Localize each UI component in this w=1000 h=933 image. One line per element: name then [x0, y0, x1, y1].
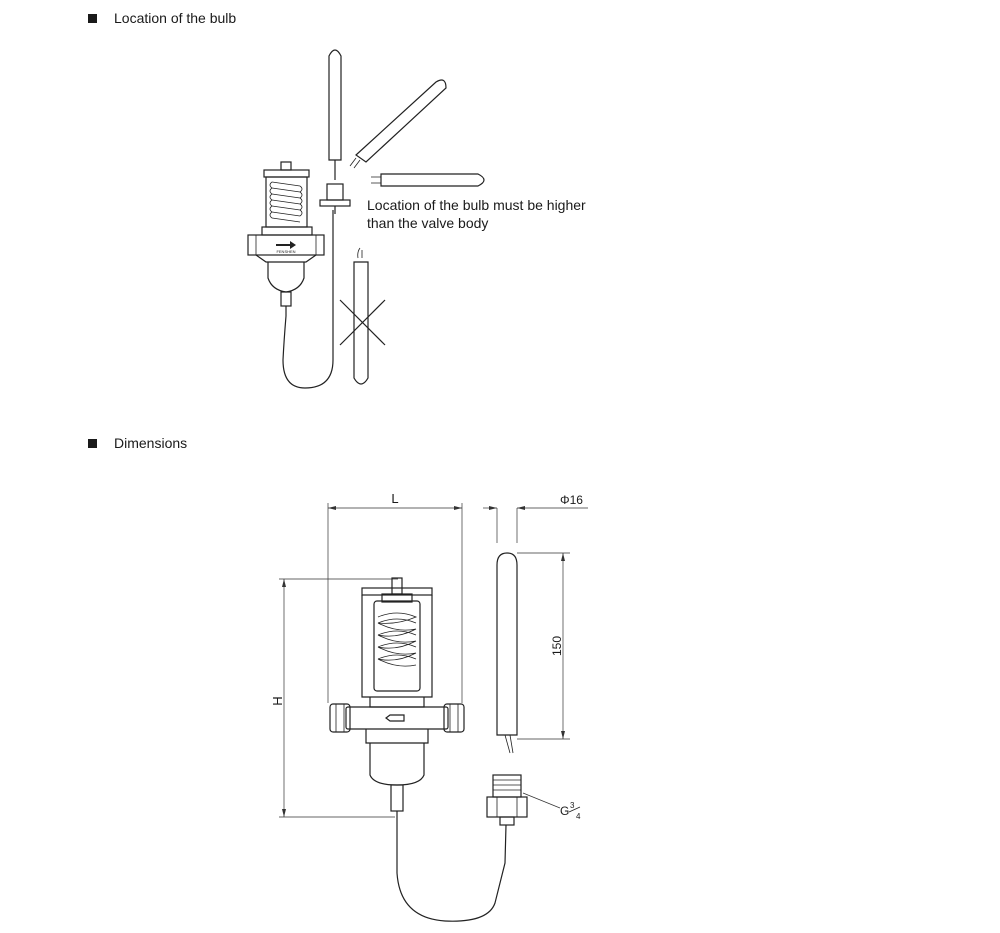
bulb-location-note: Location of the bulb must be higher than… [367, 196, 586, 232]
dimension-length: L [327, 491, 463, 703]
dimensions-diagram: L H Φ16 [270, 491, 588, 922]
section-heading-location: Location of the bulb [88, 10, 236, 26]
valve-brand-marking: FENSHEN [276, 249, 295, 254]
bulb-drawing: Φ16 150 G 3 4 [483, 493, 588, 826]
bulb-angled [349, 79, 447, 169]
note-line-2: than the valve body [367, 215, 489, 231]
bulb-horizontal [371, 173, 485, 187]
bulb-inverted-incorrect [339, 247, 386, 385]
capillary-tube [396, 823, 507, 922]
bullet-square-icon [88, 438, 97, 448]
section-title: Dimensions [114, 435, 188, 451]
dimension-label-height: H [270, 696, 285, 705]
valve-drawing-large [329, 577, 465, 823]
dimension-label-thread-numerator: 3 [570, 801, 575, 810]
section-heading-dimensions: Dimensions [88, 435, 187, 451]
bulb-location-diagram: FENSHEN [247, 49, 485, 389]
dimension-label-bulb-diameter: Φ16 [560, 493, 583, 507]
note-line-1: Location of the bulb must be higher [367, 197, 586, 213]
dimension-label-length: L [391, 491, 398, 506]
dimension-label-thread-prefix: G [560, 804, 569, 818]
section-title: Location of the bulb [114, 10, 237, 26]
bullet-square-icon [88, 13, 97, 23]
capillary-tube [282, 210, 334, 389]
dimension-label-thread-denominator: 4 [576, 812, 581, 821]
dimension-height: H [270, 578, 398, 818]
dimension-label-bulb-length: 150 [550, 636, 564, 656]
bulb-vertical [319, 49, 351, 214]
valve-drawing-small: FENSHEN [247, 161, 325, 316]
